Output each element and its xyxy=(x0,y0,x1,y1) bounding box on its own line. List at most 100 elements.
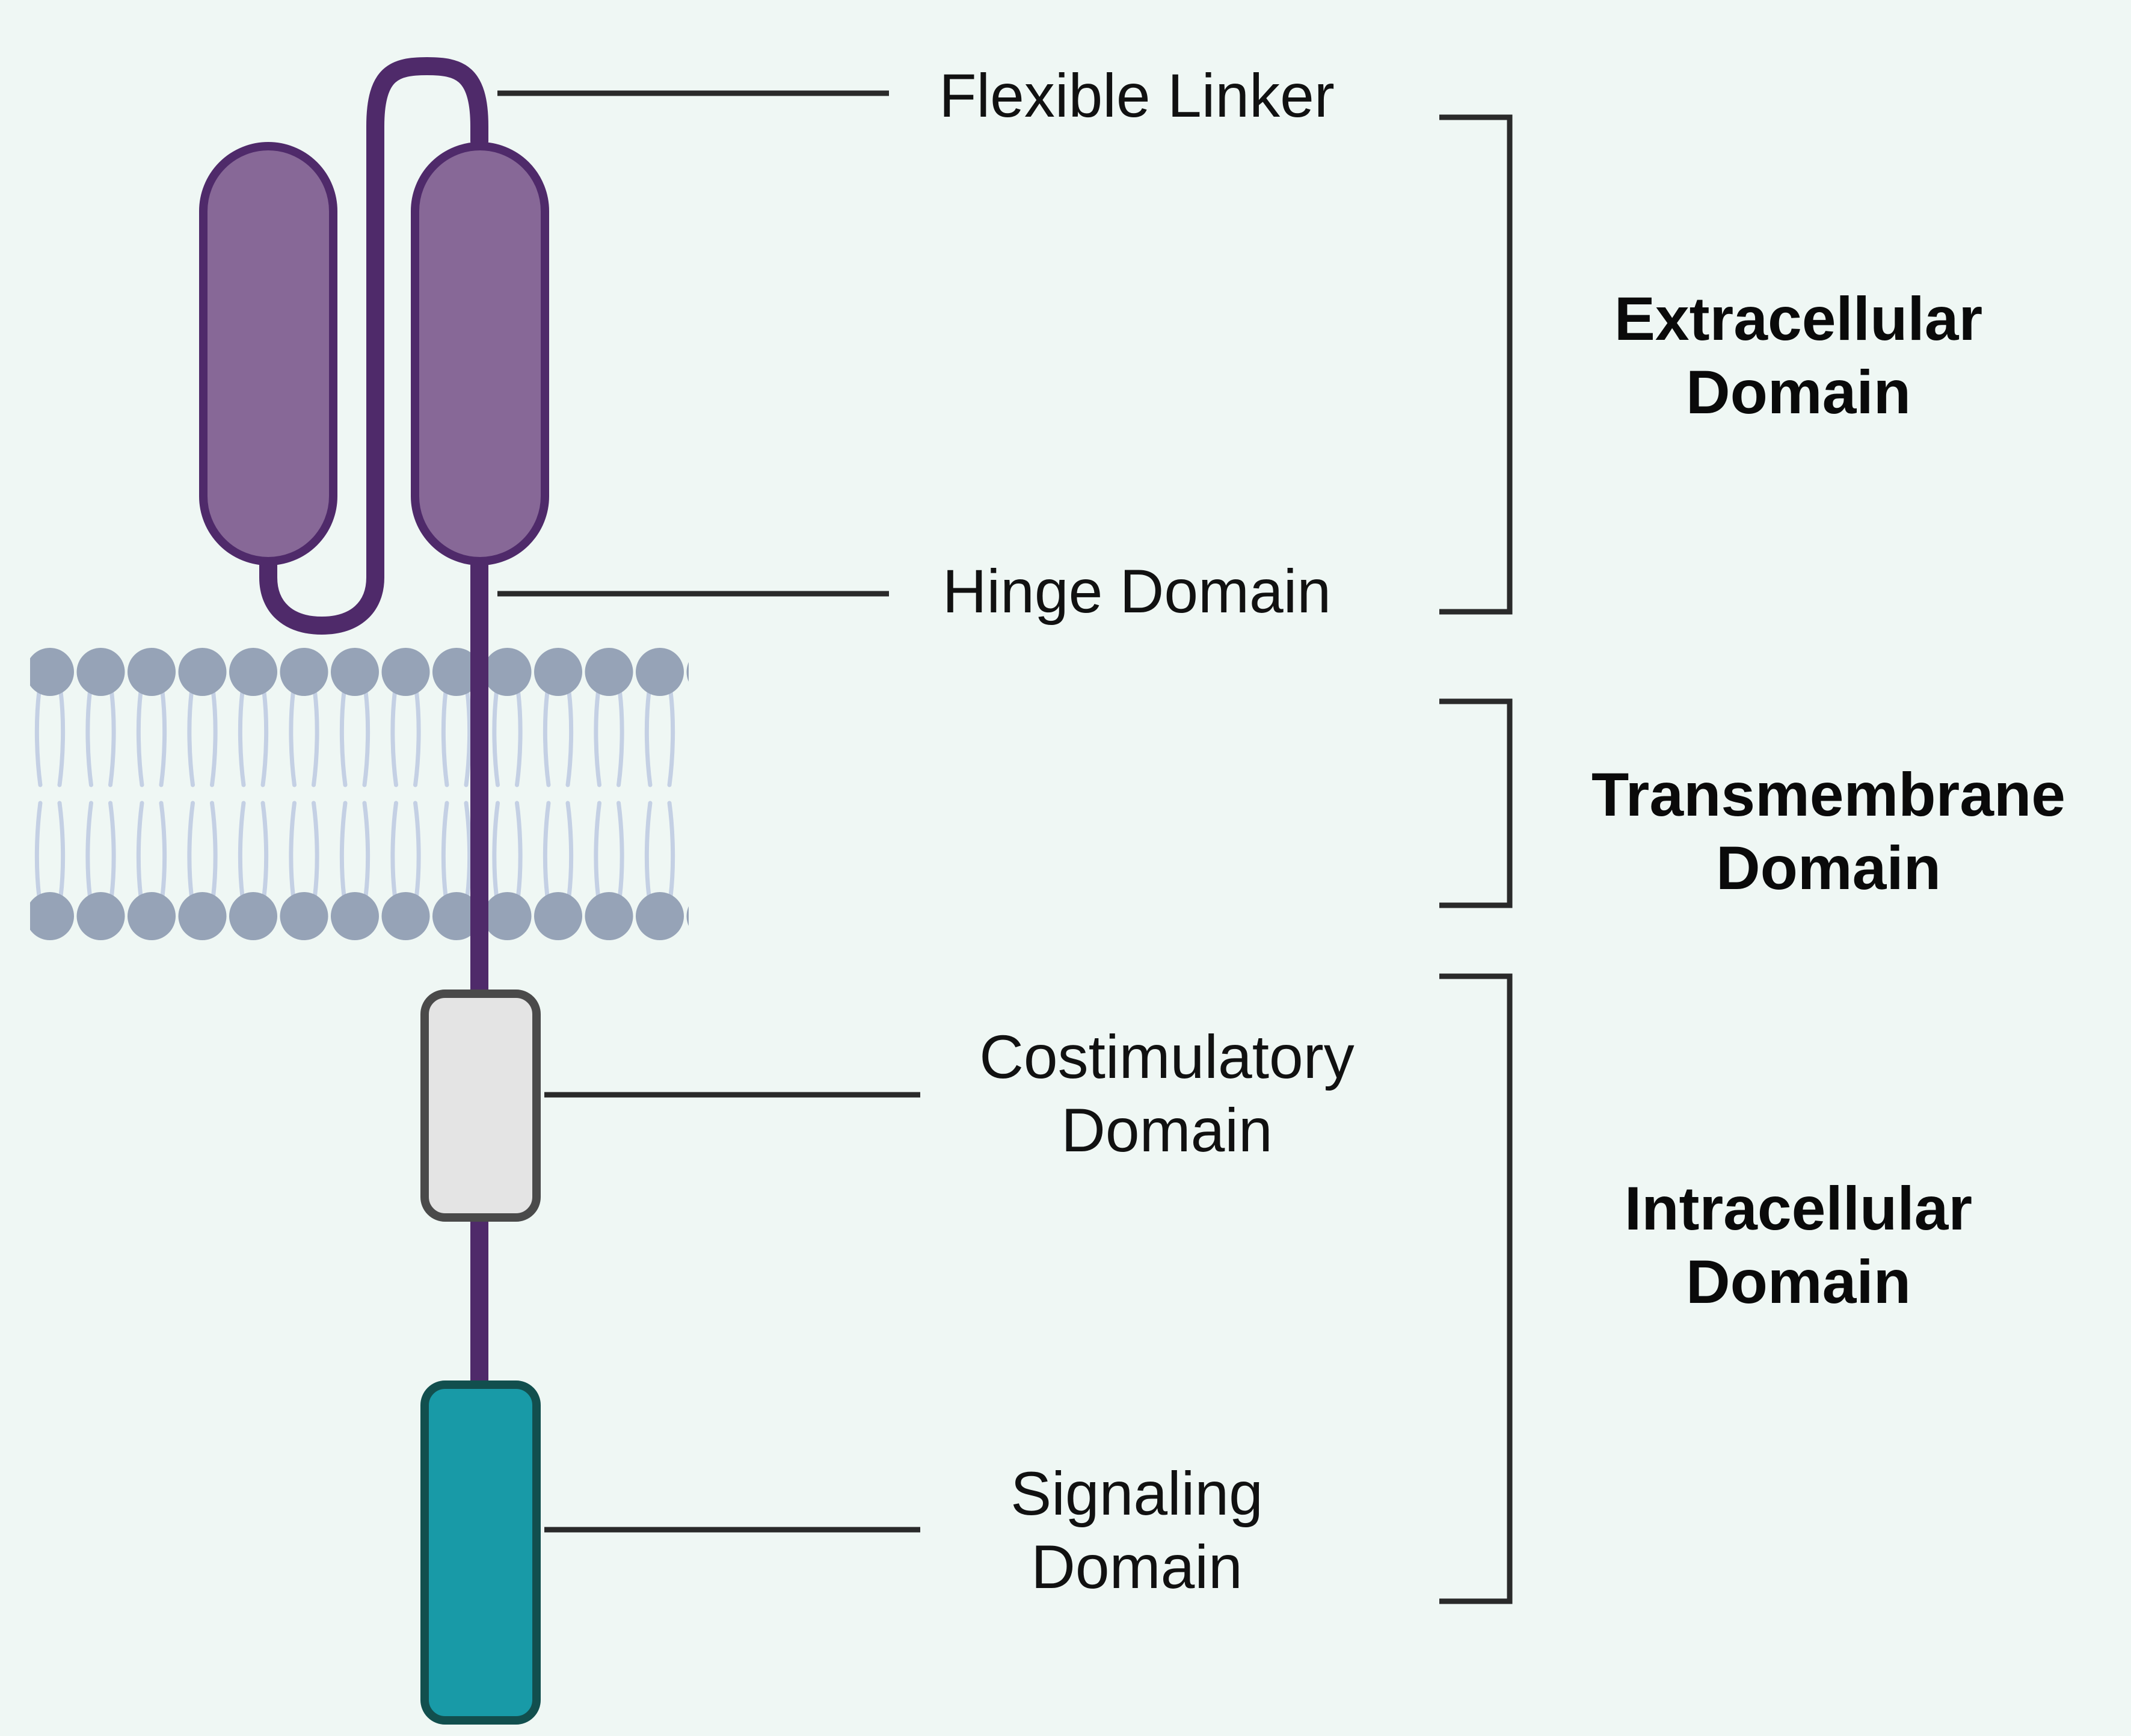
lipid-tail xyxy=(210,689,218,787)
lipid-head xyxy=(534,892,582,940)
lipid-tail xyxy=(413,801,421,899)
lipid-tails-lower-leaflet xyxy=(34,801,724,899)
lipid-tail xyxy=(289,801,297,899)
label-costimulatory-domain: Costimulatory Domain xyxy=(979,1023,1355,1165)
lipid-tail xyxy=(34,689,43,787)
lipid-tail xyxy=(159,801,167,899)
lipid-tail xyxy=(698,692,701,785)
label-signaling-domain: Signaling Domain xyxy=(1010,1459,1263,1601)
lipid-tail xyxy=(339,689,348,787)
lipid-head xyxy=(178,892,227,940)
lipid-tail xyxy=(339,801,348,899)
lipid-tail xyxy=(390,689,398,787)
flexible-linker-loop xyxy=(259,57,488,635)
lipid-tail xyxy=(238,689,246,787)
lipid-tail xyxy=(108,689,116,787)
lipid-tail xyxy=(565,689,574,787)
lipid-tails-upper-leaflet xyxy=(34,689,724,787)
lipid-tail xyxy=(617,689,624,787)
region-brackets xyxy=(1439,114,1513,1604)
lipid-tail xyxy=(362,689,371,787)
lipid-tail xyxy=(210,801,218,899)
lipid-heads-upper-leaflet xyxy=(30,648,689,696)
lipid-head xyxy=(30,892,74,940)
lipid-head xyxy=(178,648,227,696)
lipid-tail xyxy=(667,689,675,787)
lipid-tail xyxy=(136,801,144,899)
lipid-head xyxy=(331,648,379,696)
lipid-tail xyxy=(413,689,421,787)
lipid-tail xyxy=(617,801,624,899)
lipid-tail xyxy=(108,801,116,899)
lipid-heads-lower-leaflet xyxy=(30,892,689,940)
lipid-tail xyxy=(441,689,449,787)
lipid-tail xyxy=(543,801,551,899)
lipid-tail xyxy=(85,689,93,787)
lipid-tail xyxy=(594,689,601,787)
lipid-tail xyxy=(312,689,319,787)
lipid-head xyxy=(585,648,633,696)
lipid-head xyxy=(636,648,684,696)
lipid-tail xyxy=(515,801,523,899)
bracket-intracellular xyxy=(1439,973,1513,1604)
lipid-tail xyxy=(698,803,701,896)
lipid-tail xyxy=(238,801,246,899)
lipid-tail xyxy=(57,689,66,787)
lipid-head xyxy=(128,892,176,940)
lipid-head xyxy=(30,648,74,696)
lipid-tail xyxy=(721,803,724,896)
lipid-head xyxy=(636,892,684,940)
lipid-tail xyxy=(594,801,601,899)
lipid-head xyxy=(686,662,689,682)
lipid-tail xyxy=(721,692,724,785)
lipid-head xyxy=(534,648,582,696)
label-extracellular-domain: Extracellular Domain xyxy=(1614,285,1983,426)
costimulatory-domain-block xyxy=(420,990,541,1222)
lipid-tail xyxy=(187,689,195,787)
lipid-tail xyxy=(260,689,269,787)
leader-lines xyxy=(497,90,920,1533)
lipid-head xyxy=(432,648,481,696)
lipid-tail xyxy=(492,801,500,899)
lipid-tail xyxy=(644,689,653,787)
lipid-head xyxy=(128,648,176,696)
lipid-tail xyxy=(464,801,472,899)
lipid-head xyxy=(483,648,532,696)
lipid-head xyxy=(585,892,633,940)
bracket-transmembrane xyxy=(1439,698,1513,908)
lipid-head xyxy=(229,648,277,696)
lipid-head xyxy=(381,892,430,940)
lipid-tail xyxy=(644,801,653,899)
lipid-head xyxy=(229,892,277,940)
lipid-tail xyxy=(57,801,66,899)
lipid-tail xyxy=(289,689,297,787)
lipid-head xyxy=(686,906,689,926)
lipid-tail xyxy=(390,801,398,899)
lipid-tail xyxy=(136,689,144,787)
lipid-tail xyxy=(159,689,167,787)
bracket-extracellular xyxy=(1439,114,1513,615)
lipid-tail xyxy=(667,801,675,899)
scfv-heavy-chain xyxy=(411,142,549,565)
label-transmembrane-domain: Transmembrane Domain xyxy=(1591,760,2065,902)
label-intracellular-domain: Intracellular Domain xyxy=(1624,1174,1973,1316)
lipid-tail xyxy=(312,801,319,899)
lipid-head xyxy=(331,892,379,940)
lipid-tail xyxy=(85,801,93,899)
lipid-tail xyxy=(565,801,574,899)
lipid-head xyxy=(483,892,532,940)
lipid-tail xyxy=(34,801,43,899)
lipid-head xyxy=(381,648,430,696)
label-flexible-linker: Flexible Linker xyxy=(939,61,1335,130)
lipid-head xyxy=(76,648,125,696)
signaling-domain-block xyxy=(420,1380,541,1725)
lipid-tail xyxy=(543,689,551,787)
lipid-head xyxy=(280,892,328,940)
lipid-tail xyxy=(187,801,195,899)
lipid-tail xyxy=(464,689,472,787)
lipid-head xyxy=(432,892,481,940)
lipid-tail xyxy=(492,689,500,787)
lipid-tail xyxy=(441,801,449,899)
